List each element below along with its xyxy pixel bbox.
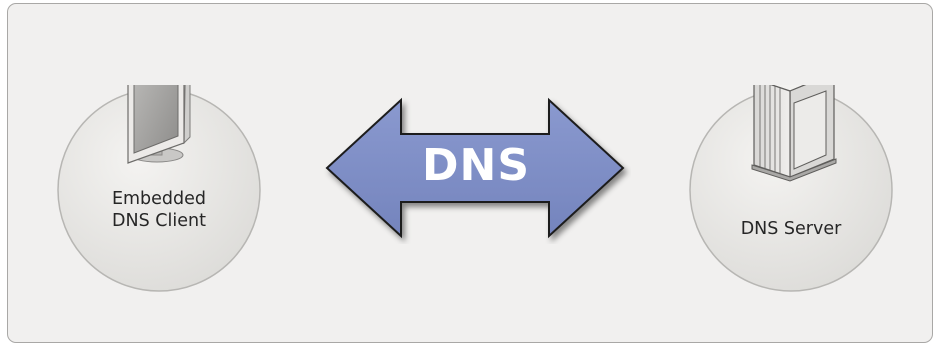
server-circle bbox=[689, 85, 893, 292]
server-label: DNS Server bbox=[740, 219, 842, 239]
double-arrow-icon bbox=[325, 97, 625, 239]
client-node: Embedded DNS Client bbox=[54, 85, 264, 295]
server-tower-icon bbox=[751, 85, 837, 182]
client-label-line1: Embedded bbox=[111, 189, 207, 209]
dns-connection: DNS bbox=[321, 96, 631, 244]
server-node: DNS Server bbox=[686, 85, 896, 295]
client-circle bbox=[57, 85, 261, 292]
client-label-line2: DNS Client bbox=[112, 211, 206, 231]
dns-label: DNS bbox=[421, 140, 531, 191]
monitor-icon bbox=[127, 85, 191, 164]
